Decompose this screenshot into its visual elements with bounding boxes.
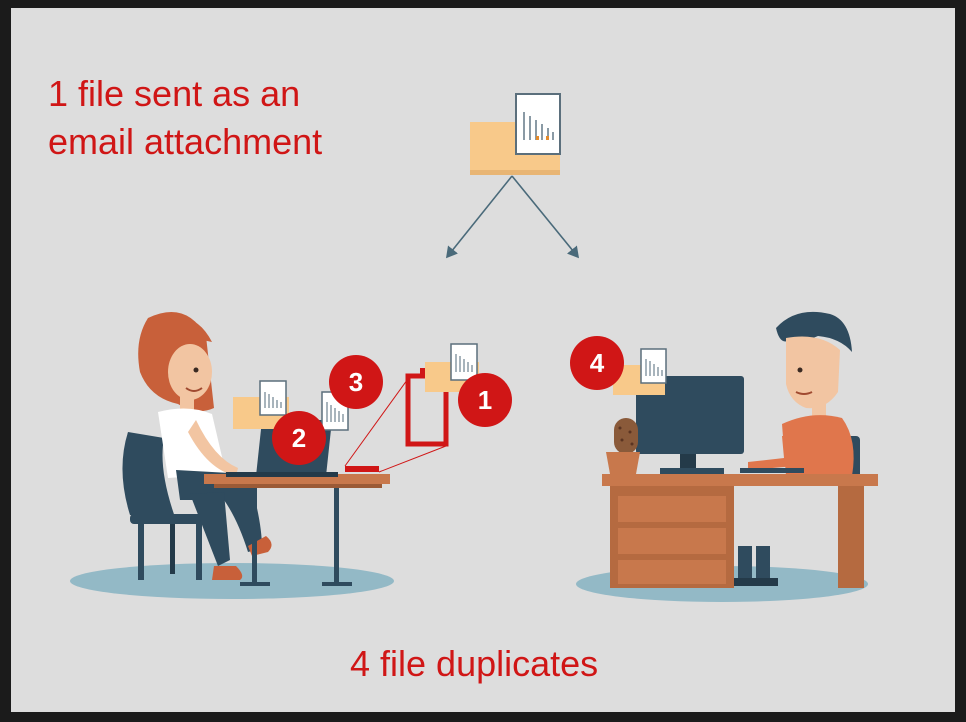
caption-bottom: 4 file duplicates — [350, 643, 599, 684]
badge-label: 1 — [478, 385, 492, 415]
cactus-plant-icon — [606, 418, 640, 474]
woman-at-desk-illustration — [122, 312, 272, 580]
badge-1: 1 — [458, 373, 512, 427]
badge-label: 3 — [349, 367, 363, 397]
arrow-icon — [445, 175, 580, 259]
caption-top-line2: email attachment — [48, 121, 323, 162]
caption-top-line1: 1 file sent as an — [48, 73, 301, 114]
document-chart-icon — [259, 380, 287, 416]
monitor-icon — [636, 376, 804, 474]
chair — [122, 432, 208, 580]
document-chart-icon — [450, 343, 478, 381]
badge-label: 4 — [590, 348, 605, 378]
badge-label: 2 — [292, 423, 306, 453]
desk-right — [602, 474, 878, 588]
man-at-desk-illustration — [730, 311, 860, 586]
desk-left — [204, 474, 390, 586]
badge-2: 2 — [272, 411, 326, 465]
document-chart-icon — [515, 93, 561, 155]
badge-3: 3 — [329, 355, 383, 409]
document-chart-icon — [640, 348, 667, 384]
badge-4: 4 — [570, 336, 624, 390]
floor-shadow-left — [70, 563, 394, 599]
